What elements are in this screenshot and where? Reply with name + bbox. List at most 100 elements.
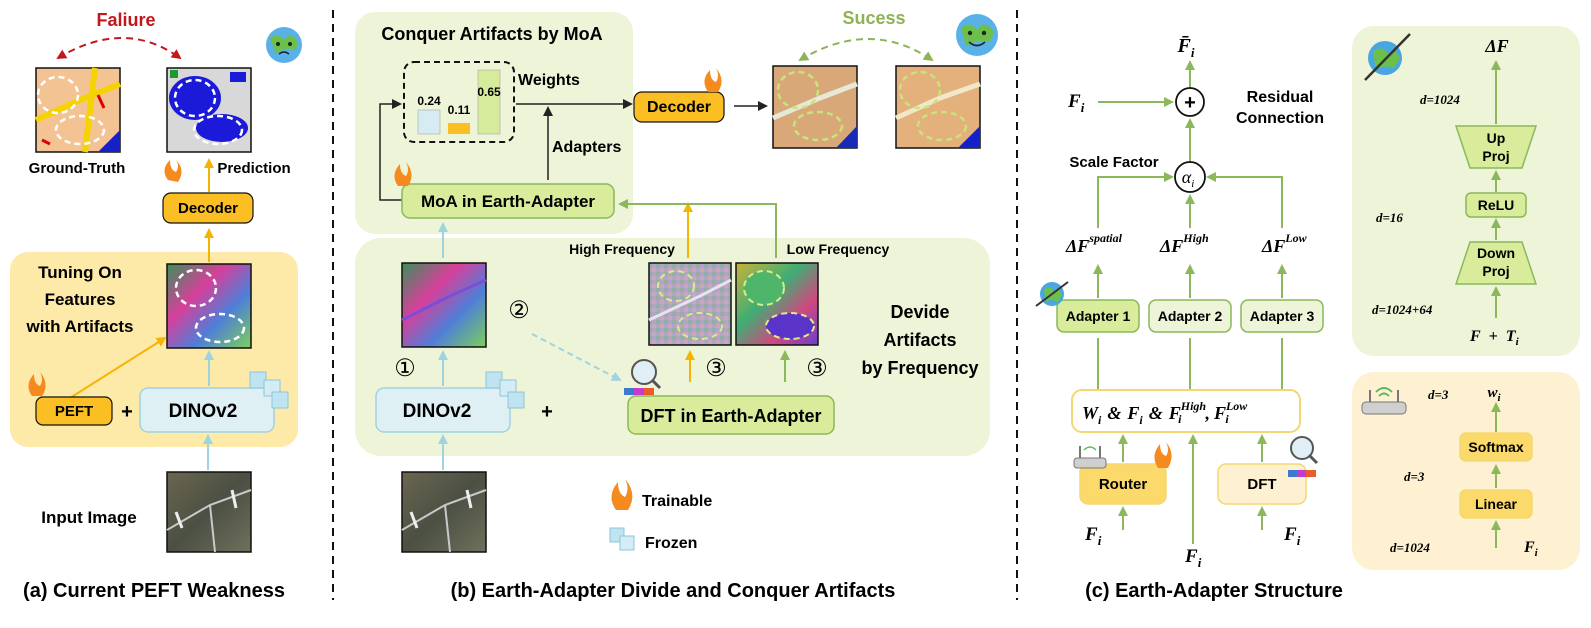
- softmax-label: Softmax: [1468, 439, 1523, 455]
- dft-label: DFT in Earth-Adapter: [640, 406, 821, 426]
- feature-map-image: [166, 263, 252, 349]
- ground-truth-image: [34, 67, 122, 153]
- ice-cube-icon: [485, 371, 525, 409]
- decoder-label: Decoder: [647, 99, 711, 116]
- router-detail-bg: [1352, 372, 1580, 570]
- magnifier-icon: [1288, 436, 1319, 477]
- tuning-label-1: Tuning On: [38, 263, 122, 282]
- step-1-marker: ①: [394, 356, 416, 382]
- f-i-residual: Fi: [1067, 91, 1085, 115]
- tuning-label-2: Features: [45, 290, 116, 309]
- decoder-box: [162, 192, 254, 224]
- prediction-label: Prediction: [217, 160, 290, 177]
- alpha-symbol: αi: [1182, 167, 1195, 190]
- decoder-box: [633, 91, 725, 123]
- router-d-1024: d=1024: [1390, 540, 1430, 555]
- router-d-3-mid: d=3: [1404, 469, 1425, 484]
- step-3-marker-low: ③: [806, 356, 828, 382]
- flame-icon: [611, 479, 633, 510]
- high-frequency-image: [648, 262, 732, 346]
- peft-label: PEFT: [55, 403, 93, 420]
- residual-label-1: Residual: [1247, 89, 1314, 106]
- step-2-marker: ②: [508, 298, 530, 324]
- linear-box: [1459, 489, 1533, 519]
- moa-to-weights-arrow: [379, 99, 404, 201]
- low-freq-to-moa-arrow: [618, 199, 777, 258]
- moa-label: MoA in Earth-Adapter: [421, 192, 595, 211]
- spatial-to-alpha-arrow: [1097, 172, 1174, 228]
- output-image-2: [894, 65, 981, 149]
- delta-f-high: ΔFHigh: [1159, 231, 1209, 256]
- up-proj-shape: [1454, 125, 1538, 169]
- failure-label: Faliure: [96, 10, 155, 30]
- linear-label: Linear: [1475, 496, 1518, 512]
- ice-cube-icon: [249, 371, 289, 409]
- delta-f-low: ΔFLow: [1261, 231, 1308, 256]
- panel-a-caption: (a) Current PEFT Weakness: [23, 580, 285, 602]
- dft-box: [627, 395, 835, 435]
- happy-earth-icon: [956, 14, 998, 56]
- delta-f-spatial: ΔFspatial: [1065, 231, 1123, 256]
- panel-c-caption: (c) Earth-Adapter Structure: [1085, 580, 1343, 602]
- decoder-label: Decoder: [178, 200, 238, 217]
- adapter3-label: Adapter 3: [1250, 308, 1315, 324]
- high-freq-label: High Frequency: [569, 241, 675, 257]
- router-f-i: Fi: [1523, 539, 1539, 559]
- router-d-3-top: d=3: [1428, 387, 1449, 402]
- scale-factor-label: Scale Factor: [1069, 154, 1158, 171]
- plus-sign: +: [541, 401, 553, 423]
- plus-sign: +: [121, 401, 133, 423]
- relu-box: [1465, 192, 1527, 218]
- panel-b-caption: (b) Earth-Adapter Divide and Conquer Art…: [451, 580, 896, 602]
- conquer-title: Conquer Artifacts by MoA: [381, 24, 602, 44]
- f-i-center-input: Fi: [1184, 546, 1202, 570]
- relu-label: ReLU: [1478, 197, 1515, 213]
- earth-satellite-icon: [1035, 281, 1069, 307]
- success-label: Sucess: [842, 8, 905, 28]
- weights-label: Weights: [518, 72, 580, 89]
- magnifier-icon: [624, 359, 662, 395]
- router-wifi-icon: [1073, 446, 1107, 469]
- output-image-1: [772, 65, 858, 149]
- residual-label-2: Connection: [1236, 110, 1324, 127]
- flame-icon: [164, 160, 182, 182]
- up-proj-label-2: Proj: [1482, 148, 1509, 164]
- low-frequency-image: [735, 262, 819, 346]
- low-to-alpha-arrow: [1206, 172, 1283, 228]
- prediction-image: [166, 67, 252, 153]
- d-1024-label: d=1024: [1420, 92, 1460, 107]
- low-freq-label: Low Frequency: [787, 241, 890, 257]
- adapter1-box: [1056, 299, 1140, 333]
- sad-earth-icon: [266, 27, 302, 63]
- peft-box: [35, 396, 113, 426]
- divide-label-2: Artifacts: [883, 330, 956, 350]
- dinov2-label: DINOv2: [403, 401, 472, 422]
- sum-symbol: +: [1184, 92, 1196, 114]
- step-2-arrow: [531, 333, 622, 381]
- peft-to-features-arrow: [69, 336, 167, 399]
- f-i-router-input: Fi: [1084, 524, 1102, 548]
- input-image: [166, 471, 252, 553]
- legend-trainable: Trainable: [642, 493, 712, 510]
- weight-value-2: 0.11: [448, 103, 471, 117]
- down-proj-shape: [1454, 241, 1538, 285]
- weight-value-1: 0.24: [417, 94, 441, 108]
- divide-label-3: by Frequency: [861, 358, 978, 378]
- f-bar-output: F̄i: [1177, 35, 1195, 60]
- f-i-dft-input: Fi: [1283, 524, 1301, 548]
- router-wifi-icon: [1361, 387, 1407, 415]
- panel-c: F̄i Fi + Residual Connection αi Scale Fa…: [1035, 26, 1580, 602]
- sum-node: [1175, 87, 1205, 117]
- success-arrow: [798, 38, 934, 62]
- f-plus-t-label: F+Ti: [1469, 328, 1520, 348]
- adapter2-label: Adapter 2: [1158, 308, 1223, 324]
- dft-label-c: DFT: [1247, 476, 1276, 493]
- panel-a: Faliure Ground-Truth Prediction: [10, 10, 302, 602]
- ground-truth-label: Ground-Truth: [29, 160, 126, 177]
- step-3-marker-high: ③: [705, 356, 727, 382]
- up-proj-label-1: Up: [1487, 130, 1506, 146]
- flame-icon: [28, 372, 46, 396]
- dinov2-label: DINOv2: [169, 401, 238, 422]
- adapter1-label: Adapter 1: [1066, 308, 1131, 324]
